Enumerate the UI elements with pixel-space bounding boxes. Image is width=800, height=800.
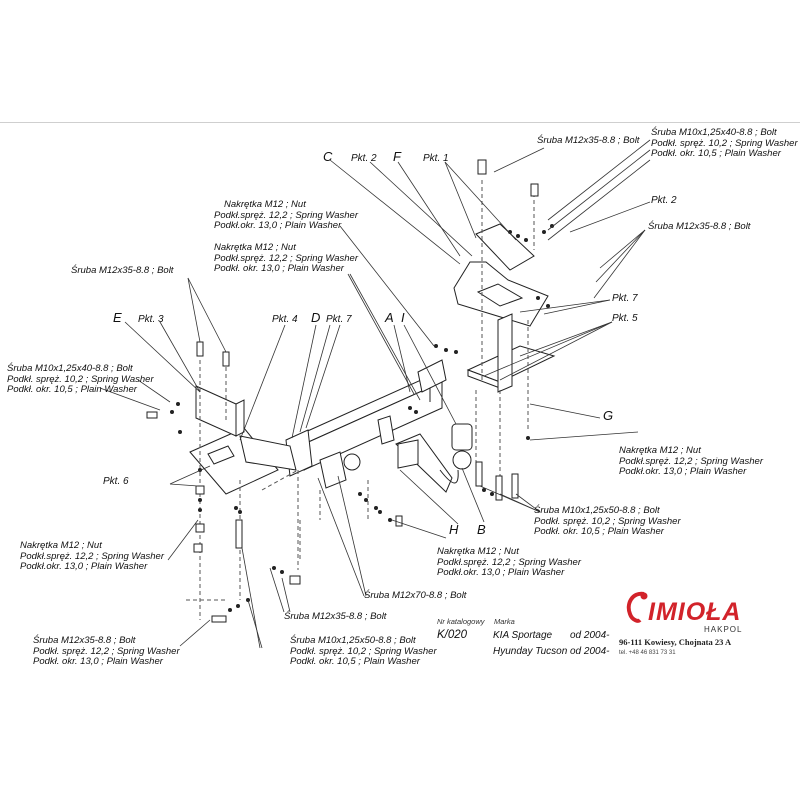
fasteners [146, 159, 539, 623]
brand-sub: HAKPOL [704, 625, 743, 634]
pkt-4: Pkt. 4 [272, 314, 298, 325]
tow-hook [319, 415, 473, 493]
washer-dots [170, 224, 554, 612]
leader-lines [99, 139, 651, 649]
label-i: I [401, 310, 405, 325]
bolt-right-top-label: Śruba M12x35-8.8 ; Bolt [648, 221, 751, 232]
label-c: C [323, 149, 333, 164]
brand-logo: IMIOŁA [648, 598, 742, 626]
left-bracket [189, 385, 297, 495]
bolt-left-label: Śruba M12x35-8.8 ; Bolt [71, 265, 174, 276]
company-phone: tel. +48 46 831 73 31 [619, 650, 676, 656]
year-row-2: od 2004- [570, 646, 610, 657]
pkt-7-right: Pkt. 7 [612, 293, 638, 304]
pkt-7-left: Pkt. 7 [326, 314, 352, 325]
bolt-label-top: Śruba M12x35-8.8 ; Bolt [537, 135, 640, 146]
label-e: E [113, 310, 122, 325]
bolt-m12x70-label: Śruba M12x70-8.8 ; Bolt [364, 590, 467, 601]
catalog-number-header: Nr katalogowy [437, 617, 485, 626]
bolt-m12x35-mid-label: Śruba M12x35-8.8 ; Bolt [284, 611, 387, 622]
year-row-1: od 2004- [570, 630, 610, 641]
make-row-1: KIA Sportage [493, 630, 553, 641]
pkt-2-top: Pkt. 2 [351, 153, 377, 164]
label-h: H [449, 522, 459, 537]
make-row-2: Hyunday Tucson [493, 646, 568, 657]
label-a: A [385, 310, 394, 325]
hitch-logo-icon [626, 591, 648, 623]
label-b: B [477, 522, 486, 537]
pkt-3: Pkt. 3 [138, 314, 164, 325]
make-header: Marka [494, 617, 515, 626]
top-separator [0, 122, 800, 123]
right-bracket [453, 223, 556, 393]
pkt-6: Pkt. 6 [103, 476, 129, 487]
pkt-5: Pkt. 5 [612, 313, 638, 324]
catalog-number: K/020 [437, 629, 468, 641]
company-address: 96-111 Kowiesy, Chojnata 23 A [619, 637, 732, 647]
label-d: D [311, 310, 321, 325]
pkt-2-right: Pkt. 2 [651, 195, 677, 206]
pkt-1: Pkt. 1 [423, 153, 449, 164]
label-f: F [393, 149, 401, 164]
label-g: G [603, 408, 614, 423]
